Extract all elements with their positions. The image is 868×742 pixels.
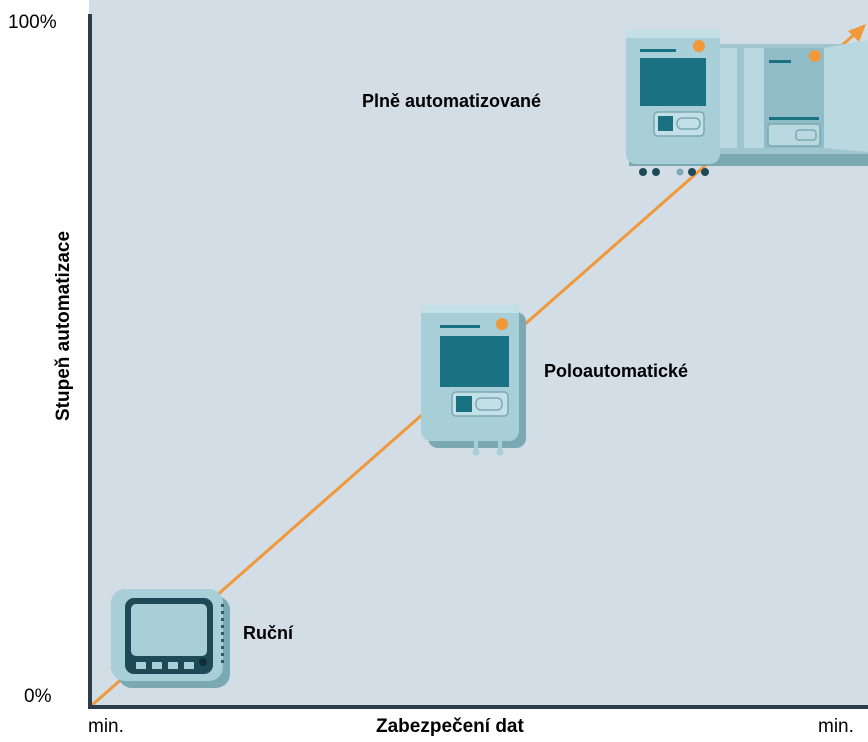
device-label-semi-automatic: Poloautomatické bbox=[544, 361, 689, 381]
y-axis-title: Stupeň automatizace bbox=[53, 230, 74, 422]
x-axis-right-label: min. bbox=[818, 716, 854, 737]
wall-terminal-icon bbox=[421, 305, 526, 456]
y-axis-bottom-label: 0% bbox=[24, 686, 52, 707]
y-axis-top-label: 100% bbox=[8, 12, 57, 33]
trend-arrow-icon bbox=[848, 24, 866, 42]
automated-station-icon bbox=[626, 30, 868, 176]
x-axis-title: Zabezpečení dat bbox=[376, 716, 524, 737]
x-axis-left-label: min. bbox=[88, 716, 124, 737]
device-label-fully-automated: Plně automatizované bbox=[362, 91, 542, 111]
device-label-manual: Ruční bbox=[243, 623, 294, 643]
handheld-device-icon bbox=[111, 589, 230, 688]
